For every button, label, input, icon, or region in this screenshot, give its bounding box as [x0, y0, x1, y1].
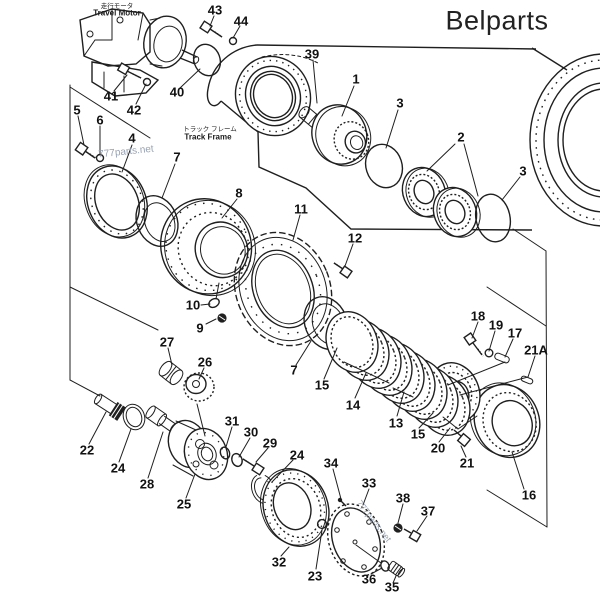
- washer-44: [228, 36, 238, 46]
- bolt-12: [333, 262, 353, 279]
- o-ring-3a: [364, 143, 404, 189]
- friction-disc-stack: [325, 311, 471, 436]
- pinion-roller-27: [158, 360, 184, 386]
- plug-35: [387, 560, 406, 578]
- bolt-21: [453, 429, 472, 448]
- shaft-22: [93, 393, 126, 421]
- o-ring-3b: [474, 193, 512, 243]
- hub-drum-8: [159, 198, 256, 297]
- travel-motor-label-jp: 走行モータ: [100, 3, 134, 10]
- brand-logo-text: Belparts: [445, 5, 549, 36]
- steel-ball-23: [316, 518, 328, 530]
- snap-ring-24a: [122, 403, 146, 431]
- ring-gear-32: [260, 468, 330, 547]
- planet-carrier-25: [167, 419, 229, 481]
- track-frame-housing: [206, 44, 600, 231]
- leader-lines: [77, 15, 536, 584]
- bearing-2b: [432, 186, 481, 238]
- sun-gear-26: [183, 372, 215, 402]
- bolt-5: [74, 141, 97, 159]
- travel-motor-label-en: Travel Motor: [93, 8, 141, 18]
- washer-42: [142, 77, 152, 87]
- track-frame-label-jp: トラック フレーム: [183, 126, 237, 133]
- bolt-18: [463, 332, 484, 357]
- ring-10: [208, 297, 220, 309]
- travel-motor: [79, 8, 200, 97]
- plug-38: [393, 523, 403, 533]
- pin-17: [494, 352, 510, 364]
- nut-19: [484, 348, 494, 358]
- plug-9: [217, 313, 227, 323]
- construction-lines: [69, 84, 548, 528]
- bearing-hub-1: [311, 104, 372, 167]
- track-frame-label-en: Track Frame: [184, 132, 232, 142]
- ring-31: [219, 446, 231, 460]
- washer-30: [231, 452, 243, 468]
- bolt-29: [242, 458, 265, 476]
- flange-ring-4: [83, 164, 148, 239]
- o-ring-40: [192, 43, 222, 77]
- sprocket-ring-11: [233, 231, 333, 347]
- bolt-41: [116, 62, 142, 79]
- bolt-43: [199, 20, 223, 38]
- pin-21a: [520, 375, 534, 385]
- ring-gear-16: [469, 382, 541, 459]
- o-ring-36: [380, 560, 390, 572]
- screw-34: [337, 497, 347, 507]
- toothed-cover-33: [326, 503, 386, 577]
- bolt-37: [403, 528, 422, 543]
- seal-ring-7a: [135, 195, 179, 247]
